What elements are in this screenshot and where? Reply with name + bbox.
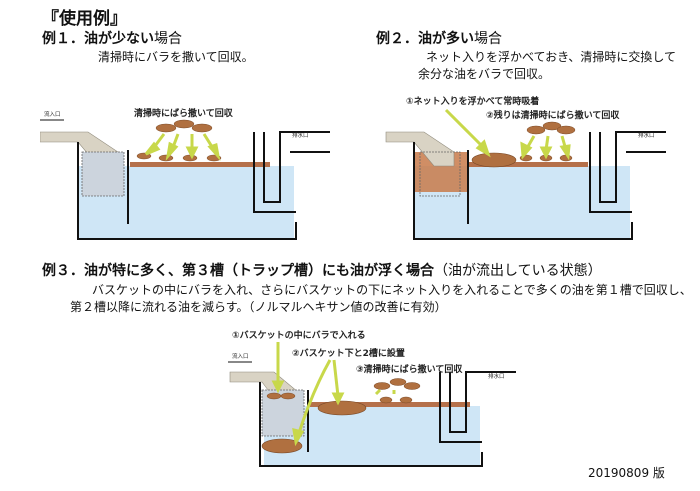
example3-heading: 例３．油が特に多く、第３槽（トラップ槽）にも油が浮く場合（油が流出している状態） — [42, 260, 602, 280]
annotation: 清掃時にばら撒いて回収 — [134, 107, 234, 119]
tank-wall — [77, 142, 297, 240]
version-label: 20190809 版 — [588, 466, 665, 480]
annotation-1: ①ネット入りを浮かべて常時吸着 — [406, 95, 539, 107]
example1-heading: 例１．油が少ない場合 — [42, 28, 182, 48]
outlet-label: 排水口 — [638, 131, 655, 139]
example1-diagram: 流入口 排水口 清掃時にばら撒いて回収 — [40, 92, 330, 247]
partition-2 — [439, 372, 482, 443]
partition-2 — [589, 132, 632, 213]
example2-heading-bold: 油が多い — [418, 31, 474, 47]
trap-wall — [599, 131, 666, 203]
example1-heading-rest: 場合 — [154, 31, 182, 47]
page-title: 『使用例』 — [42, 9, 127, 29]
net-pad — [471, 152, 517, 168]
example1-heading-bold: 油が少ない — [84, 31, 154, 47]
oil-surface-layer — [310, 402, 470, 407]
trap-wall — [449, 371, 516, 433]
example2-description-line-1: ネット入りを浮かべておき、清掃時に交換して — [426, 50, 676, 64]
outlet-label: 排水口 — [292, 131, 309, 139]
arrows — [444, 108, 571, 161]
net-pad-second-tank — [317, 400, 367, 416]
net-pad-under-basket — [261, 438, 303, 454]
oil-surface-layer — [468, 162, 588, 167]
annotation-2: ②バスケット下と2槽に設置 — [292, 347, 405, 359]
example2-description-line-2: 余分な油をバラで回収。 — [418, 67, 551, 81]
partition-2 — [253, 132, 296, 213]
example3-description-line-2: 第２槽以降に流れる油を減らす。（ノルマルヘキサン値の改善に有効） — [70, 300, 447, 314]
outlet-label: 排水口 — [488, 372, 505, 380]
inlet-label: 流入口 — [232, 352, 249, 360]
example1-description: 清掃時にバラを撒いて回収。 — [98, 50, 254, 64]
example3-description-line-1: バスケットの中にバラを入れ、さらにバスケットの下にネット入りを入れることで多くの… — [92, 283, 692, 297]
example3-heading-main: 例３．油が特に多く、第３槽（トラップ槽）にも油が浮く場合 — [42, 263, 434, 279]
basket — [419, 151, 461, 197]
inlet-pipe — [385, 131, 455, 167]
example2-heading-rest: 場合 — [474, 31, 502, 47]
scatter-arrows — [144, 133, 221, 161]
example3-diagram: 流入口 排水口 ①バスケットの中にバラで入れる ②バスケット下と2槽に設置 ③清… — [226, 322, 516, 472]
basket — [81, 151, 125, 197]
inlet-label: 流入口 — [44, 110, 61, 118]
trap-wall — [263, 131, 330, 203]
oil-absorbent-pads — [266, 378, 421, 404]
example2-heading: 例２．油が多い場合 — [376, 28, 502, 48]
example1-heading-prefix: 例１． — [42, 31, 84, 47]
example3-heading-note: （油が流出している状態） — [434, 263, 602, 279]
tank-wall — [259, 382, 483, 467]
annotation-2: ②残りは清掃時にばら撒いて回収 — [486, 109, 620, 121]
annotation-3: ③清掃時にばら撒いて回収 — [356, 363, 463, 375]
tank-wall — [413, 142, 633, 240]
example2-diagram: 排水口 ①ネット入りを浮かべて常時吸着 ②残りは清掃時にばら撒いて回収 — [376, 92, 666, 247]
arrows — [271, 342, 396, 447]
oil-absorbent-pads — [136, 119, 222, 162]
example2-heading-prefix: 例２． — [376, 31, 418, 47]
oil-surface-layer — [130, 162, 270, 167]
annotation-1: ①バスケットの中にバラで入れる — [232, 329, 366, 341]
